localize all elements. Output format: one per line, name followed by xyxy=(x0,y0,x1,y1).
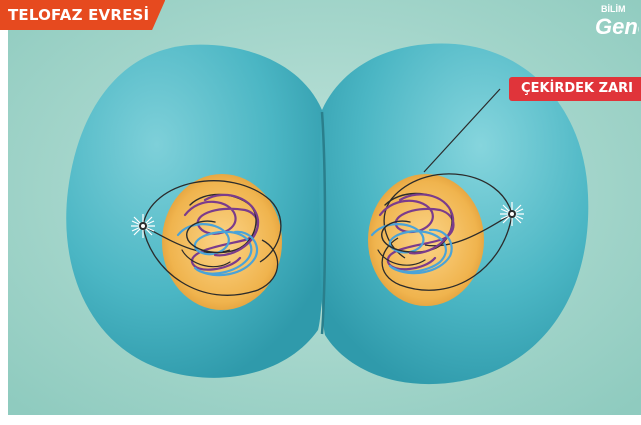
nuclear-envelope-label: ÇEKİRDEK ZARI xyxy=(509,77,641,101)
bilim-genc-logo: BİLİM Genç xyxy=(595,0,639,44)
bottom-margin xyxy=(0,415,641,425)
centrosome-icon xyxy=(500,202,524,226)
centrosome-icon xyxy=(131,214,155,238)
stage-title: TELOFAZ EVRESİ xyxy=(0,0,165,30)
svg-text:BİLİM: BİLİM xyxy=(601,4,626,14)
svg-text:Genç: Genç xyxy=(595,14,639,39)
left-margin xyxy=(0,0,8,425)
